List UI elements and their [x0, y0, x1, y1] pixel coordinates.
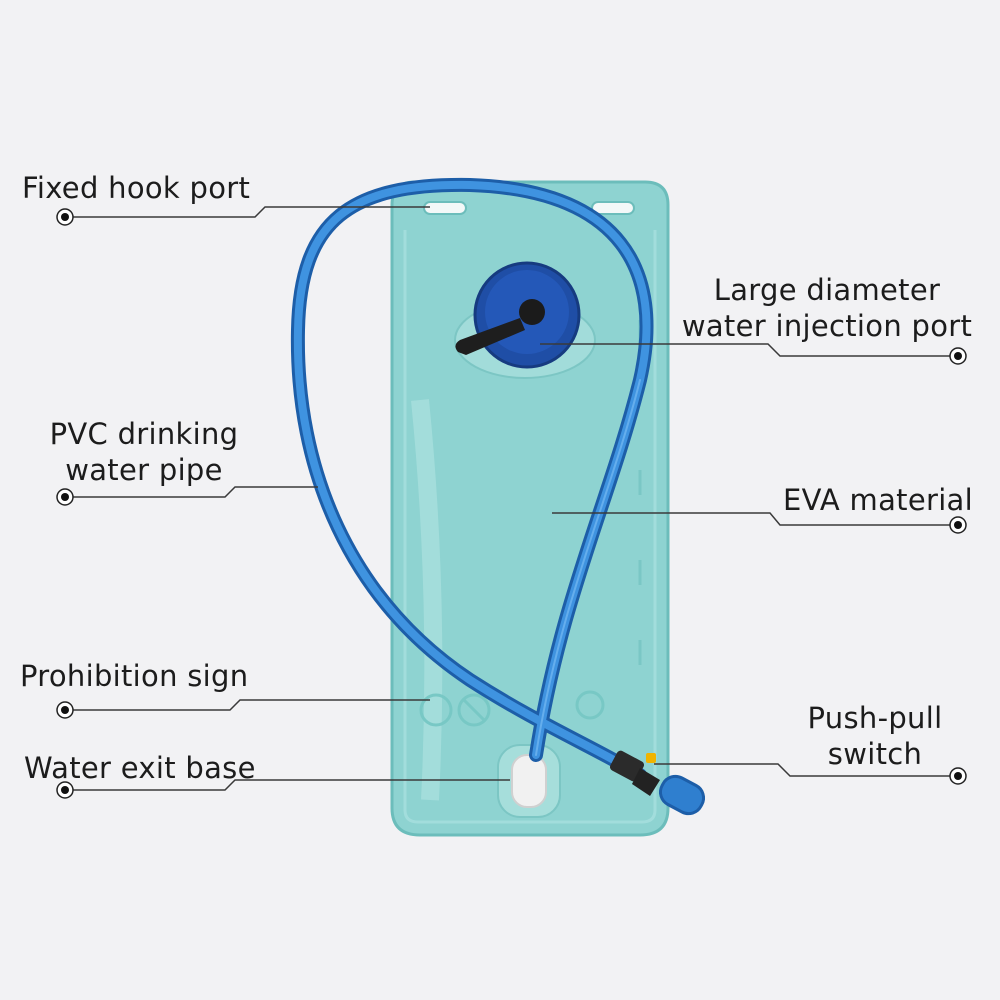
- label-pvc-line2: water pipe: [65, 453, 223, 487]
- leader-lines: [65, 206, 958, 791]
- dot-water-exit: [56, 781, 74, 799]
- leader-pvc-pipe: [65, 486, 318, 498]
- label-water-exit-base-text: Water exit base: [24, 751, 256, 785]
- dot-push-pull: [949, 767, 967, 785]
- label-eva-material-text: EVA material: [782, 483, 973, 517]
- label-pvc-line1: PVC drinking: [49, 417, 239, 451]
- label-large-diameter-port: Large diameter water injection port: [668, 272, 986, 344]
- dot-injection-port: [949, 347, 967, 365]
- label-eva-material: EVA material: [730, 482, 973, 518]
- dot-fixed-hook: [56, 208, 74, 226]
- prohibition-sign: [419, 690, 605, 727]
- drinking-tube: [290, 177, 654, 782]
- label-pvc-pipe: PVC drinking water pipe: [30, 416, 258, 488]
- label-fixed-hook-port-text: Fixed hook port: [22, 171, 251, 205]
- dot-pvc-pipe: [56, 488, 74, 506]
- dot-prohibition: [56, 701, 74, 719]
- leader-dots: [56, 208, 967, 799]
- water-exit-base: [497, 744, 561, 818]
- label-large-diameter-line1: Large diameter: [713, 273, 941, 307]
- leader-push-pull: [654, 763, 958, 777]
- leader-eva: [552, 512, 958, 526]
- leader-prohibition: [65, 699, 430, 711]
- hook-slot-right: [591, 201, 635, 215]
- label-prohibition-sign-text: Prohibition sign: [20, 659, 249, 693]
- label-fixed-hook-port: Fixed hook port: [22, 170, 250, 206]
- dot-eva: [949, 516, 967, 534]
- water-injection-cap: [454, 261, 596, 379]
- leader-fixed-hook: [65, 206, 430, 218]
- label-push-pull-line1: Push-pull: [807, 701, 943, 735]
- leader-water-exit: [65, 779, 510, 791]
- hook-slot-left: [423, 201, 467, 215]
- label-prohibition-sign: Prohibition sign: [20, 658, 248, 694]
- label-large-diameter-line2: water injection port: [681, 309, 973, 343]
- label-push-pull-switch: Push-pull switch: [780, 700, 970, 772]
- leader-injection-port: [540, 343, 958, 357]
- label-push-pull-line2: switch: [827, 737, 923, 771]
- label-water-exit-base: Water exit base: [24, 750, 256, 786]
- push-pull-switch: [610, 750, 706, 816]
